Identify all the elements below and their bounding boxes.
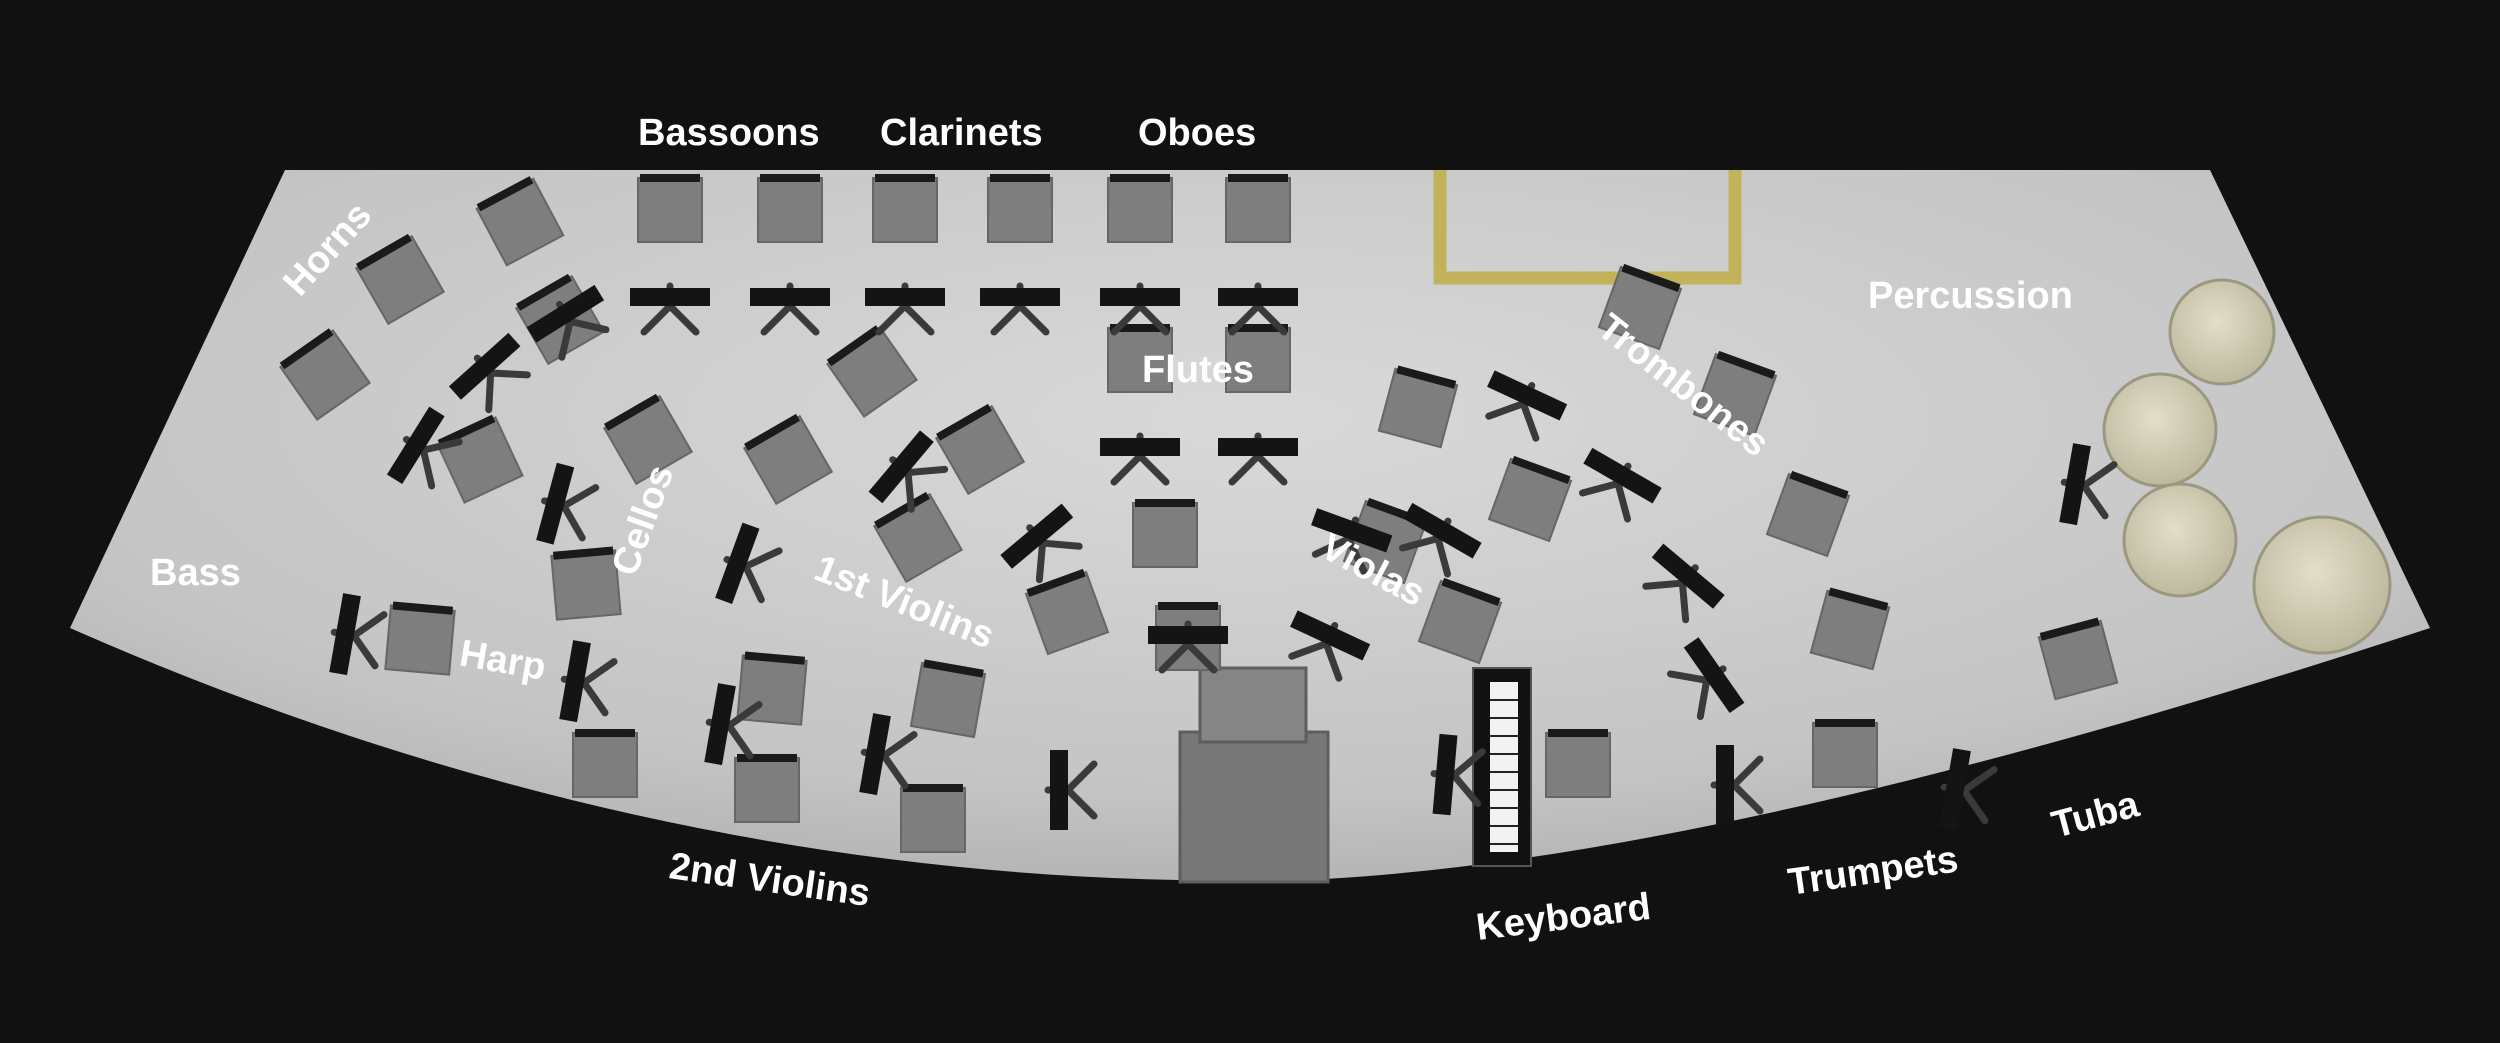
label-second-violins: 2nd Violins (667, 845, 873, 915)
music-stand (1642, 543, 1725, 624)
music-stands-layer (329, 282, 2118, 831)
chair (934, 403, 1026, 496)
music-stand (1100, 432, 1180, 486)
timpani-drum (2168, 278, 2276, 386)
label-bass: Bass (150, 552, 241, 594)
chair (1597, 263, 1683, 351)
music-stand (329, 593, 388, 676)
music-stand (1667, 637, 1745, 721)
chair (1225, 174, 1291, 243)
chair (757, 174, 823, 243)
chair (826, 325, 918, 418)
chair (1545, 729, 1611, 798)
chair (602, 393, 694, 486)
chair (1377, 365, 1459, 449)
music-stand (1288, 610, 1371, 682)
stage-floor (70, 170, 2430, 882)
conductor-podium (1178, 666, 1330, 884)
timpani-drum (2252, 515, 2392, 655)
chair (2037, 617, 2119, 701)
music-stand (386, 406, 463, 490)
music-stand (559, 640, 618, 723)
music-stand (630, 282, 710, 336)
timpani-drum (2122, 482, 2238, 598)
label-percussion: Percussion (1868, 275, 2073, 317)
label-clarinets: Clarinets (880, 112, 1043, 154)
music-stand (868, 430, 949, 513)
music-stand (865, 282, 945, 336)
music-stand (1311, 508, 1393, 576)
chair (1107, 174, 1173, 243)
chair (1417, 577, 1503, 665)
music-stand (750, 282, 830, 336)
music-stand (1044, 750, 1098, 830)
music-stand (704, 683, 763, 766)
music-stand (1578, 447, 1662, 523)
chair (550, 546, 622, 621)
chair (1765, 470, 1851, 558)
music-stand (715, 522, 783, 604)
label-tuba: Tuba (2047, 783, 2144, 847)
music-stand (1710, 745, 1764, 825)
chair (987, 174, 1053, 243)
riser-outline (1433, 170, 1742, 285)
chair (1225, 324, 1291, 393)
chair (637, 174, 703, 243)
label-bassoons: Bassoons (638, 112, 820, 154)
music-stand (1100, 282, 1180, 336)
label-flutes: Flutes (1142, 349, 1254, 391)
keyboard-instrument (1472, 667, 1532, 867)
chairs-layer (279, 174, 2119, 853)
music-stand (1485, 370, 1568, 442)
chair (1024, 568, 1110, 656)
music-stand (980, 282, 1060, 336)
chair (1809, 587, 1891, 671)
music-stand (1398, 502, 1482, 578)
chair (734, 754, 800, 823)
chair (872, 174, 938, 243)
music-stand (448, 332, 531, 414)
label-trumpets: Trumpets (1785, 839, 1960, 904)
chair (909, 659, 987, 739)
chair (1107, 324, 1173, 393)
music-stand (1218, 282, 1298, 336)
label-oboes: Oboes (1138, 112, 1256, 154)
music-stand (2059, 443, 2118, 526)
chair (900, 784, 966, 853)
timpani-drum (2102, 372, 2218, 488)
chair (1812, 719, 1878, 788)
music-stand (1000, 503, 1083, 584)
chair (1692, 350, 1778, 438)
timpani-group (2102, 278, 2392, 655)
music-stand (859, 713, 918, 796)
music-stand (526, 284, 610, 361)
chair (742, 413, 834, 506)
music-stand (1939, 748, 1998, 831)
chair (384, 601, 456, 676)
music-stand (1148, 620, 1228, 674)
chair (475, 176, 565, 267)
chair (872, 491, 964, 584)
chair (354, 233, 446, 326)
chair (1132, 499, 1198, 568)
chair (1487, 455, 1573, 543)
label-keyboard: Keyboard (1474, 886, 1653, 949)
chair (279, 328, 371, 421)
music-stand (1218, 432, 1298, 486)
chair (572, 729, 638, 798)
music-stand (1430, 733, 1486, 816)
music-stand (536, 462, 600, 545)
